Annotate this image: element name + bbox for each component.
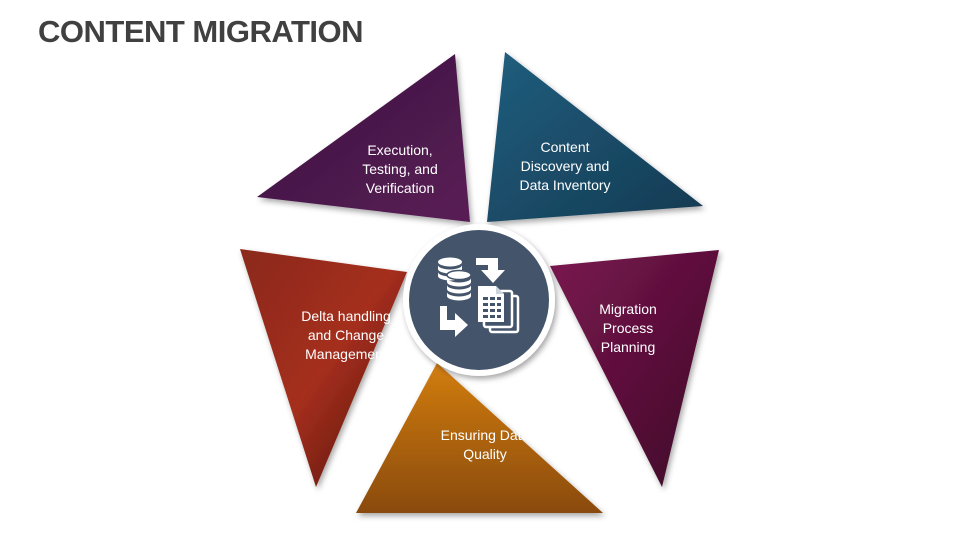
segment-label-line: Migration [599,301,657,317]
segment-label-line: Content [540,139,589,155]
segment-label-line: Ensuring Data [441,427,530,443]
slide-title: CONTENT MIGRATION [38,14,364,49]
segment-shape [550,250,719,487]
arrow-down-right-icon [440,306,468,337]
arrow-right-down-icon [476,258,505,283]
segment-label-line: Data Inventory [519,177,610,193]
segment-label-line: Management [305,346,387,362]
segment-label-line: Testing, and [362,161,438,177]
segment-shape [487,52,703,222]
segment-label-line: Process [603,320,654,336]
segment-label-line: and Change [308,327,385,343]
document-stack-icon [478,286,520,334]
segment-shape [240,249,407,487]
segment-label-line: Execution, [367,142,432,158]
segment-shape [257,54,470,222]
segment-label-line: Planning [601,339,656,355]
segment-label-line: Delta handling [301,308,391,324]
content-migration-icon [438,257,520,337]
segment-label-line: Verification [366,180,434,196]
segment-label-line: Discovery and [521,158,610,174]
segment-label-line: Quality [463,446,507,462]
database-icon [446,269,472,301]
segment-shape [356,363,603,513]
